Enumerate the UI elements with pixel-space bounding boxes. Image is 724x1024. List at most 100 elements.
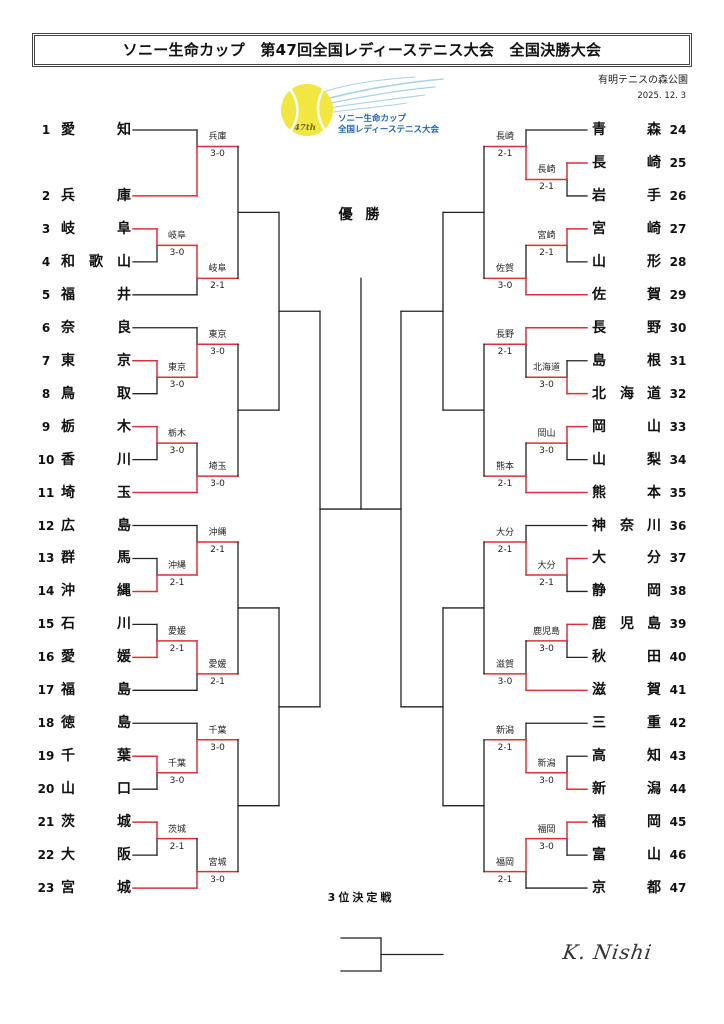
match-score: 3-0	[539, 446, 554, 457]
ball-seam-right	[316, 87, 328, 133]
team-seed-number: 30	[669, 320, 687, 335]
team-seed-number: 32	[669, 386, 687, 401]
team-name-char: 広	[61, 517, 75, 534]
team-seed-number: 13	[37, 551, 55, 566]
team-seed-number: 2	[41, 188, 51, 203]
match-score: 3-0	[497, 676, 513, 687]
team-name-char: 阪	[117, 847, 131, 864]
team-name-char: 沖	[61, 583, 75, 600]
team-name-char: 都	[647, 880, 661, 897]
match-score: 2-1	[497, 149, 513, 160]
match-score: 3-0	[539, 643, 554, 654]
tournament-logo: 47th ソニー生命カップ 全国レディーステニス大会	[281, 76, 444, 136]
match-winner-label: 宮城	[208, 857, 227, 868]
team-seed-number: 37	[669, 551, 687, 566]
team-name-char: 崎	[647, 220, 661, 237]
team-name-char: 熊	[592, 484, 606, 501]
team-seed-number: 42	[669, 716, 687, 731]
match-winner-label: 兵庫	[208, 132, 227, 143]
team-seed-number: 9	[41, 419, 51, 434]
team-name-char: 庫	[117, 187, 131, 204]
team-name-char: 大	[61, 847, 75, 864]
team-name-char: 野	[647, 319, 661, 336]
team-name-char: 賀	[647, 682, 661, 699]
team-name-char: 根	[647, 352, 661, 369]
team-name-char: 良	[117, 319, 131, 336]
team-seed-number: 19	[37, 749, 55, 764]
team-name-char: 形	[647, 253, 661, 270]
match-score: 3-0	[210, 149, 225, 160]
team-name-char: 梨	[647, 451, 661, 468]
match-score: 2-1	[210, 281, 225, 292]
team-seed-number: 24	[669, 123, 687, 137]
team-name-char: 潟	[647, 781, 661, 798]
match-score: 2-1	[539, 248, 554, 259]
team-name-char: 埼	[61, 484, 75, 501]
team-seed-number: 26	[669, 188, 687, 203]
match-score: 3-0	[539, 775, 554, 786]
team-seed-number: 23	[37, 881, 55, 896]
team-name-char: 口	[117, 781, 131, 798]
match-winner-label: 北海道	[532, 363, 561, 374]
team-name-char: 山	[647, 418, 661, 435]
team-seed-number: 4	[41, 254, 51, 269]
match-score: 2-1	[169, 643, 185, 654]
team-name-char: 山	[592, 253, 606, 270]
third-place-label: 3位決定戦	[327, 891, 395, 904]
team-name-char: 青	[592, 122, 606, 138]
match-score: 2-1	[539, 182, 554, 193]
team-name-char: 海	[620, 385, 634, 402]
match-score: 2-1	[169, 841, 185, 852]
match-winner-label: 大分	[537, 560, 556, 571]
match-score: 3-0	[210, 347, 225, 358]
team-name-char: 香	[61, 451, 75, 468]
match-winner-label: 千葉	[208, 725, 227, 736]
match-winner-label: 長野	[495, 330, 515, 341]
title-box: ソニー生命カップ 第47回全国レディーステニス大会 全国決勝大会	[32, 33, 692, 67]
team-name-char: 福	[61, 682, 75, 699]
team-name-char: 川	[647, 517, 661, 534]
team-name-char: 奈	[61, 319, 75, 336]
team-name-char: 島	[592, 352, 606, 369]
team-seed-number: 5	[41, 287, 51, 302]
team-name-char: 知	[647, 748, 661, 765]
team-name-char: 佐	[592, 286, 606, 303]
match-winner-label: 滋賀	[495, 659, 515, 670]
team-name-char: 石	[61, 616, 75, 633]
team-name-char: 媛	[117, 649, 131, 666]
match-winner-label: 岐阜	[167, 231, 187, 242]
team-name-char: 川	[117, 616, 131, 633]
team-name-char: 井	[117, 286, 131, 303]
match-winner-label: 栃木	[167, 429, 187, 440]
match-score: 2-1	[539, 577, 554, 588]
team-name-char: 福	[61, 286, 75, 303]
team-seed-number: 29	[669, 287, 687, 302]
match-score: 2-1	[497, 742, 513, 753]
match-score: 2-1	[497, 479, 513, 490]
team-seed-number: 15	[37, 617, 55, 632]
team-seed-number: 14	[37, 584, 55, 599]
